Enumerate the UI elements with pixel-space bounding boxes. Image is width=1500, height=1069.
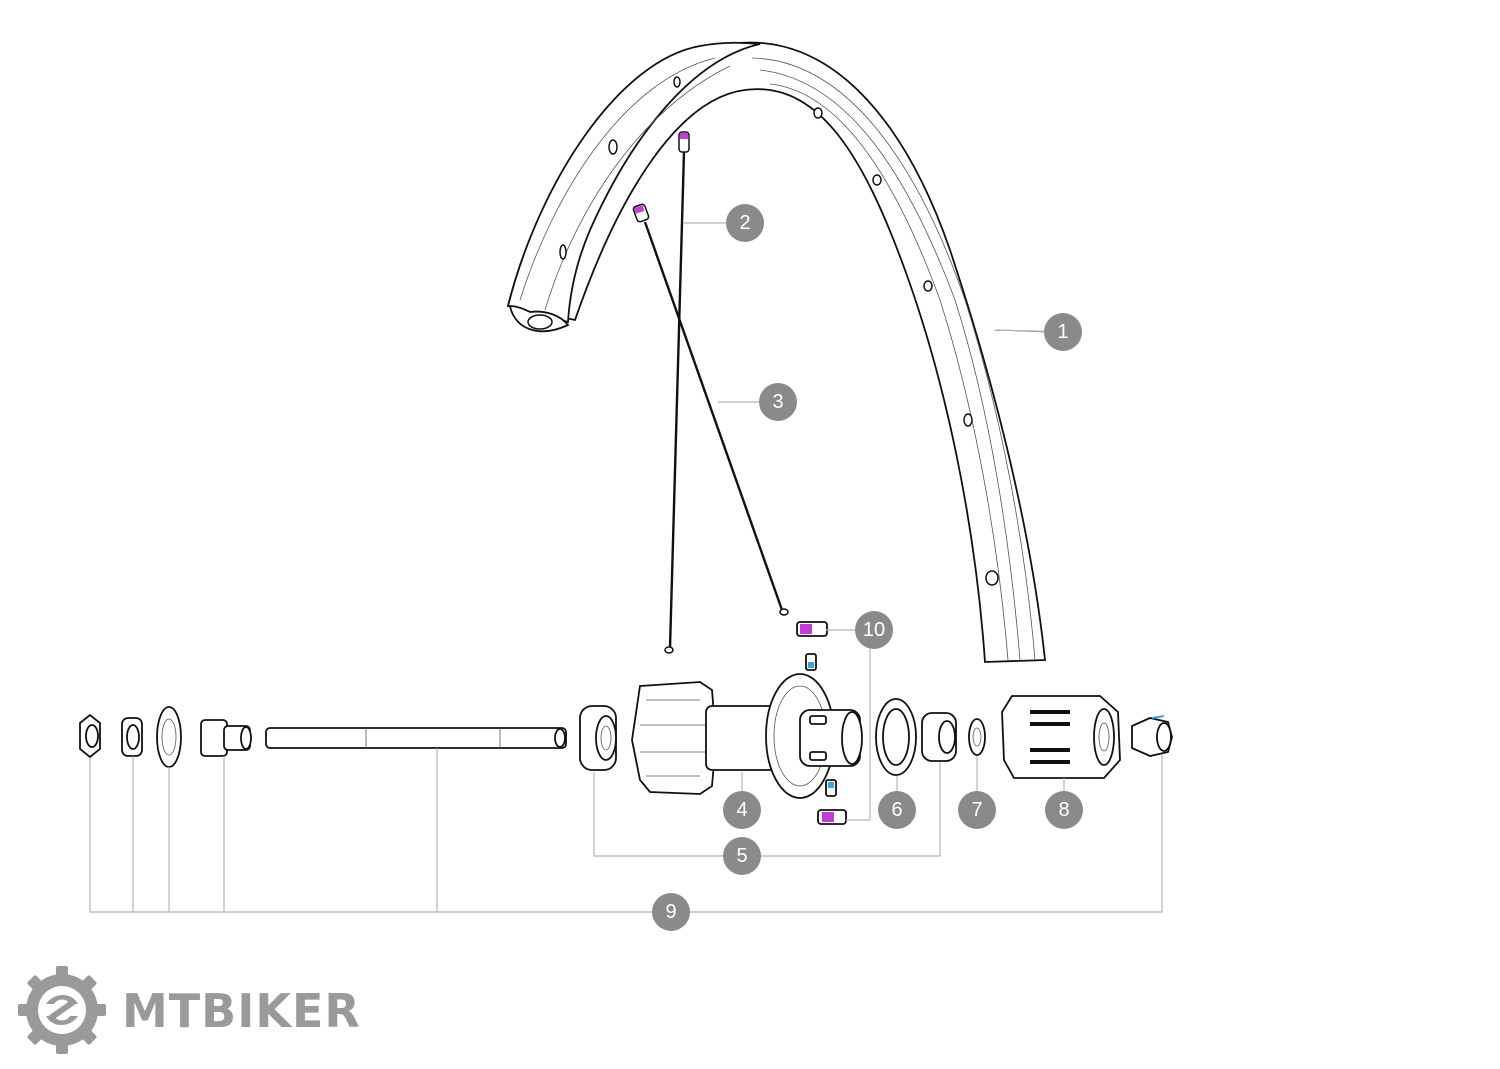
rim	[506, 41, 1046, 663]
callout-1: 1	[1044, 313, 1082, 351]
brand-logo: MTBIKER	[0, 960, 375, 1069]
axle-spacer	[121, 717, 143, 757]
bearing-right	[921, 712, 957, 762]
spoke-nipple-top	[796, 621, 828, 671]
seal-ring	[875, 698, 917, 776]
freehub-body	[1001, 695, 1121, 779]
callout-2: 2	[726, 204, 764, 242]
callout-4-label: 4	[736, 799, 747, 821]
callout-5: 5	[723, 837, 761, 875]
callout-9: 9	[652, 893, 690, 931]
callout-8: 8	[1045, 791, 1083, 829]
callout-7: 7	[958, 791, 996, 829]
spoke-straight	[664, 131, 690, 654]
callout-3: 3	[759, 383, 797, 421]
callout-1-label: 1	[1057, 321, 1068, 343]
callout-4: 4	[723, 791, 761, 829]
dust-cap-washer	[156, 706, 182, 768]
callout-6: 6	[878, 791, 916, 829]
callout-10-label: 10	[863, 619, 885, 641]
logo-text: MTBIKER	[122, 984, 361, 1038]
axle-nut	[79, 713, 101, 759]
callout-3-label: 3	[772, 391, 783, 413]
gear-logo-icon	[18, 966, 106, 1054]
callout-8-label: 8	[1058, 799, 1069, 821]
axle	[265, 727, 567, 749]
hub-body	[631, 673, 863, 799]
bearing-left	[579, 705, 617, 771]
nipple-head-accent	[680, 133, 688, 139]
washer	[968, 718, 986, 756]
end-cap-right	[1131, 715, 1173, 757]
callout-6-label: 6	[891, 799, 902, 821]
callout-9-label: 9	[665, 901, 676, 923]
spoke-diagonal	[632, 203, 789, 616]
end-cap	[200, 719, 252, 757]
callout-5-label: 5	[736, 845, 747, 867]
callout-7-label: 7	[971, 799, 982, 821]
spoke-nipple-bottom	[817, 779, 847, 825]
callout-2-label: 2	[739, 212, 750, 234]
callout-10: 10	[855, 611, 893, 649]
